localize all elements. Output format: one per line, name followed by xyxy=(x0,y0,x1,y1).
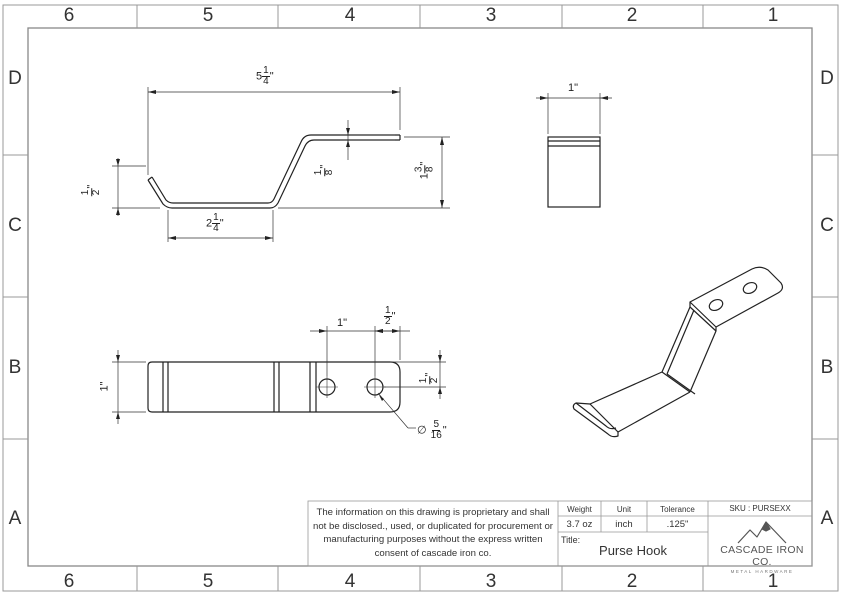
side-view-dims xyxy=(112,87,450,242)
zone-row-left-A: A xyxy=(8,508,22,529)
top-view xyxy=(147,361,401,413)
tolerance-value: .125" xyxy=(666,519,689,530)
company-name: CASCADE IRON CO. xyxy=(720,544,804,568)
tolerance-label: Tolerance xyxy=(660,505,695,514)
zone-col-top-4: 4 xyxy=(344,5,356,26)
zone-row-left-C: C xyxy=(8,215,22,236)
zone-row-right-A: A xyxy=(820,508,834,529)
zone-col-top-5: 5 xyxy=(202,5,214,26)
zone-col-bottom-2: 2 xyxy=(626,571,638,592)
side-profile-inner xyxy=(151,134,400,204)
sku: SKU : PURSEXX xyxy=(729,504,791,513)
zone-col-bottom-5: 5 xyxy=(202,571,214,592)
zone-col-bottom-6: 6 xyxy=(63,571,75,592)
dim-width-top: 1" xyxy=(568,82,579,94)
unit-label: Unit xyxy=(616,505,632,514)
zone-row-left-B: B xyxy=(8,357,22,378)
zone-col-bottom-4: 4 xyxy=(344,571,356,592)
inner-border xyxy=(27,27,813,567)
top-view-centerlines xyxy=(316,376,386,398)
end-view xyxy=(547,136,601,208)
dim-hole-spacing: 1" xyxy=(337,317,348,329)
unit-value: inch xyxy=(615,519,633,530)
zone-col-top-1: 1 xyxy=(767,5,779,26)
zone-col-top-3: 3 xyxy=(485,5,497,26)
zone-row-right-C: C xyxy=(820,215,834,236)
company-logo-mountain-icon xyxy=(737,521,787,544)
title-label: Title: xyxy=(561,535,581,545)
zone-row-right-D: D xyxy=(820,68,834,89)
end-view-dims xyxy=(536,93,612,134)
side-view xyxy=(147,134,401,209)
company-tagline: METAL HARDWARE xyxy=(730,569,794,574)
zone-row-left-D: D xyxy=(8,68,22,89)
zone-row-right-B: B xyxy=(820,357,834,378)
proprietary-notice: The information on this drawing is propr… xyxy=(313,507,553,559)
company-logo: CASCADE IRON CO. METAL HARDWARE xyxy=(712,518,812,574)
weight-value: 3.7 oz xyxy=(566,519,593,530)
weight-label: Weight xyxy=(567,505,592,514)
side-profile-outer xyxy=(147,139,400,209)
top-outline xyxy=(147,361,401,413)
zone-col-top-2: 2 xyxy=(626,5,638,26)
zone-col-bottom-3: 3 xyxy=(485,571,497,592)
zone-col-bottom-1: 1 xyxy=(767,571,779,592)
zone-ticks xyxy=(3,5,838,591)
title-block xyxy=(307,500,813,567)
dim-width-side: 1" xyxy=(98,381,111,392)
zone-col-top-6: 6 xyxy=(63,5,75,26)
side-view-arrows xyxy=(116,90,444,240)
part-title: Purse Hook xyxy=(599,543,667,558)
isometric-view xyxy=(572,266,784,438)
